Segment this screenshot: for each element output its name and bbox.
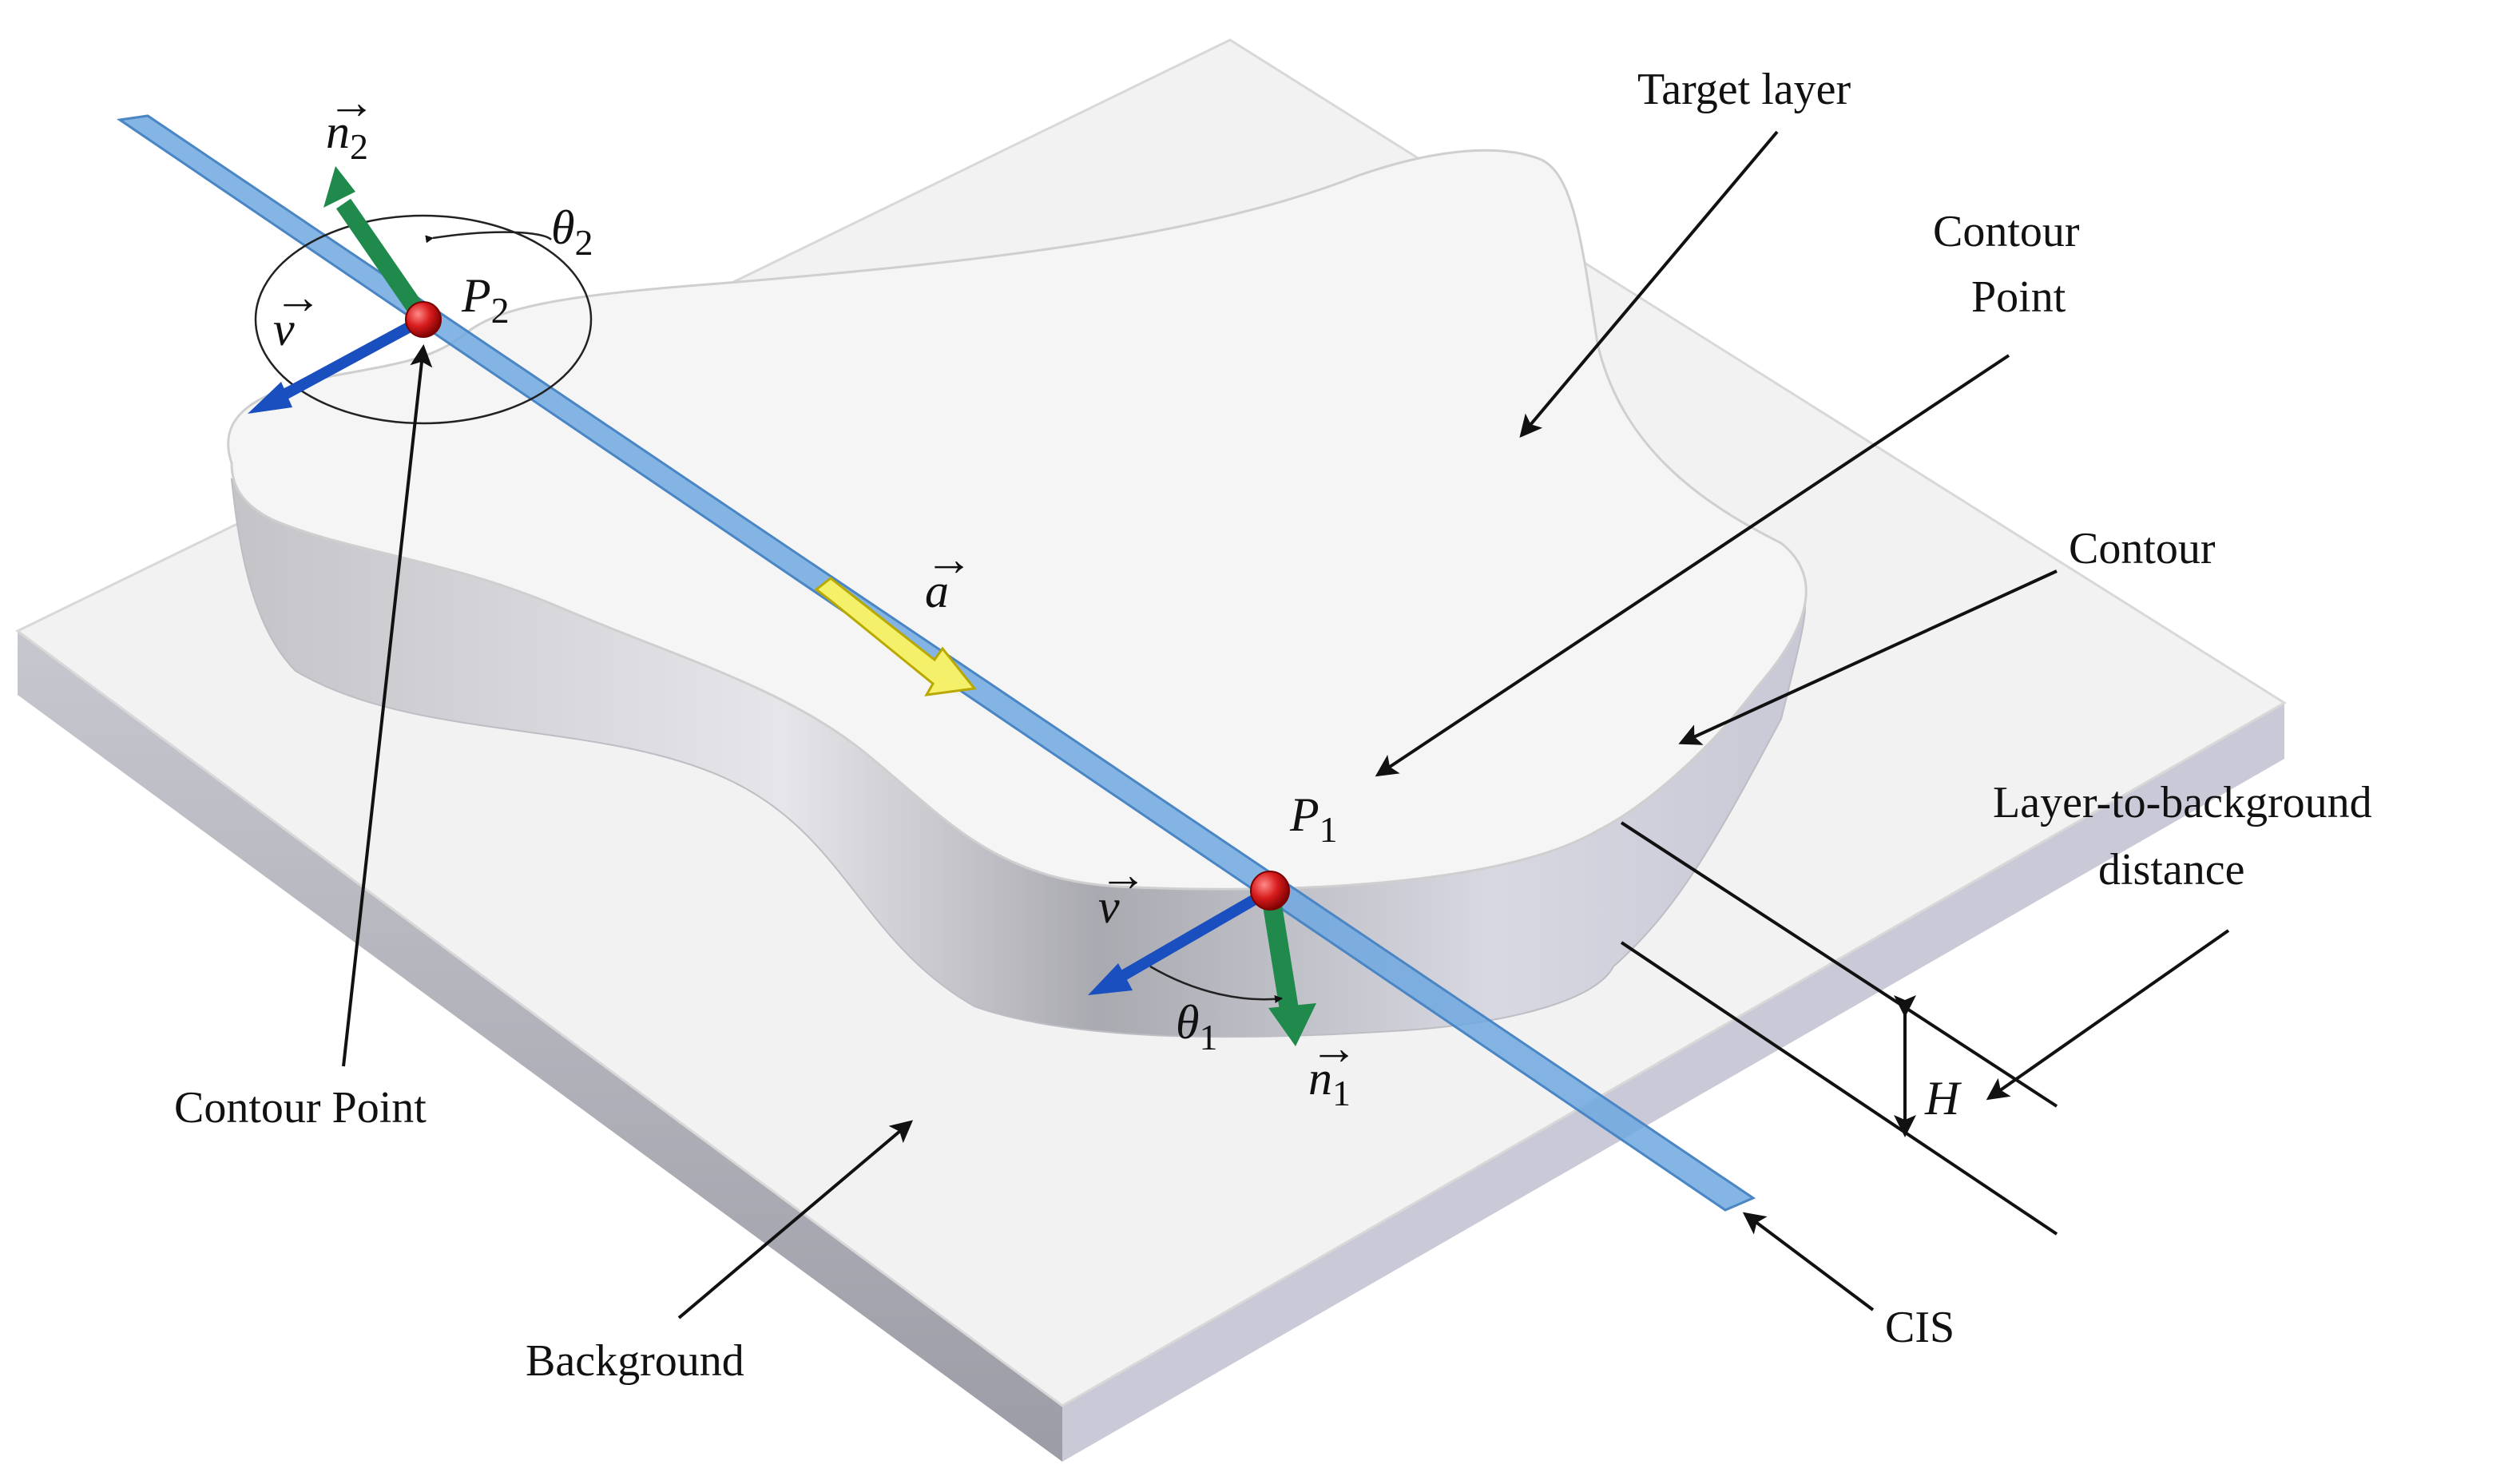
v-arrowhead-p2 <box>248 382 292 414</box>
h-symbol: H <box>1924 1072 1962 1125</box>
a-letter: a <box>925 565 949 617</box>
h-letter: H <box>1924 1072 1962 1125</box>
theta2-subscript: 2 <box>574 222 593 263</box>
contour-point-left-leader <box>342 344 433 1067</box>
cis-leader <box>1742 1212 1875 1311</box>
v-vector-p1 <box>1115 885 1273 984</box>
p2-subscript: 2 <box>491 290 510 331</box>
n1-subscript: 1 <box>1332 1073 1351 1113</box>
plate-right-face <box>1062 703 2284 1462</box>
svg-text:n2: n2 <box>326 105 368 167</box>
contour-point-right-label-line1: Contour <box>1933 207 2080 256</box>
theta1-symbol: θ1 <box>1176 996 1217 1057</box>
plate-left-face <box>18 631 1062 1462</box>
p2-letter: P <box>461 269 491 322</box>
cis-label: CIS <box>1885 1303 1954 1352</box>
theta1-subscript: 1 <box>1199 1017 1217 1057</box>
leader-lines <box>342 130 2230 1319</box>
contour-point-right-label-line2: Point <box>1971 272 2066 322</box>
background-leader <box>677 1120 914 1319</box>
theta1-angle-arc <box>1149 965 1283 1003</box>
svg-text:P2: P2 <box>461 269 510 331</box>
theta2-angle-arc <box>425 231 552 244</box>
contour-point-p2 <box>405 301 442 338</box>
distance-label-line1: Layer-to-background <box>1993 778 2372 827</box>
target-layer-leader <box>1519 130 1779 438</box>
a-symbol: a → <box>925 533 973 617</box>
background-label: Background <box>526 1336 744 1386</box>
contour-point-right-leader <box>1375 354 2010 777</box>
n2-subscript: 2 <box>350 126 368 167</box>
a-vector-accent: → <box>925 533 973 585</box>
target-layer-top <box>227 149 1808 891</box>
theta2-angle-circle <box>254 214 593 425</box>
contour-point-left-label: Contour Point <box>174 1083 427 1133</box>
height-construction-lines <box>1620 821 2058 1236</box>
target-layer-solid <box>227 149 1808 1038</box>
svg-text:θ2: θ2 <box>551 201 593 263</box>
contour-point-p1 <box>1250 871 1290 911</box>
v-vector-accent-p1: → <box>1099 848 1147 901</box>
v-letter-p2: v <box>273 303 295 355</box>
n1-arrowhead <box>1268 1003 1316 1046</box>
v-symbol-p1: v → <box>1098 848 1147 933</box>
n2-vector-accent: → <box>327 76 375 129</box>
svg-text:n1: n1 <box>1308 1052 1351 1113</box>
n1-letter: n <box>1308 1052 1332 1105</box>
p2-symbol: P2 <box>461 269 510 331</box>
n1-symbol: n1 → <box>1308 1022 1358 1113</box>
lower-extension-line <box>1620 941 2058 1236</box>
n2-letter: n <box>326 105 350 158</box>
n2-arrowhead <box>323 166 355 208</box>
v-vector-p2 <box>272 314 427 405</box>
theta2-symbol: θ2 <box>551 201 593 263</box>
scan-direction-arrow <box>814 577 977 696</box>
a-vector-arrow <box>814 577 977 696</box>
v-symbol-p2: v → <box>273 271 322 355</box>
p1-letter: P <box>1289 788 1320 841</box>
p1-symbol: P1 <box>1289 788 1338 850</box>
n1-vector-accent: → <box>1310 1022 1358 1074</box>
p1-vectors <box>1088 885 1316 1046</box>
n2-symbol: n2 → <box>326 76 375 167</box>
v-vector-accent-p2: → <box>274 271 322 323</box>
theta2-letter: θ <box>551 201 574 254</box>
target-layer-label: Target layer <box>1637 65 1851 114</box>
p1-subscript: 1 <box>1320 809 1338 850</box>
upper-extension-line <box>1620 821 2058 1108</box>
contour-label: Contour <box>2069 524 2216 573</box>
v-letter-p1: v <box>1098 880 1120 933</box>
distance-label-line2: distance <box>2098 845 2244 895</box>
contour-leader <box>1678 569 2058 745</box>
n1-vector <box>1260 889 1300 1016</box>
p2-vectors <box>248 166 431 414</box>
svg-text:θ1: θ1 <box>1176 996 1217 1057</box>
n2-vector <box>335 198 431 325</box>
v-arrowhead-p1 <box>1088 963 1133 995</box>
svg-text:P1: P1 <box>1289 788 1338 850</box>
theta1-letter: θ <box>1176 996 1199 1049</box>
distance-leader <box>1986 929 2230 1101</box>
